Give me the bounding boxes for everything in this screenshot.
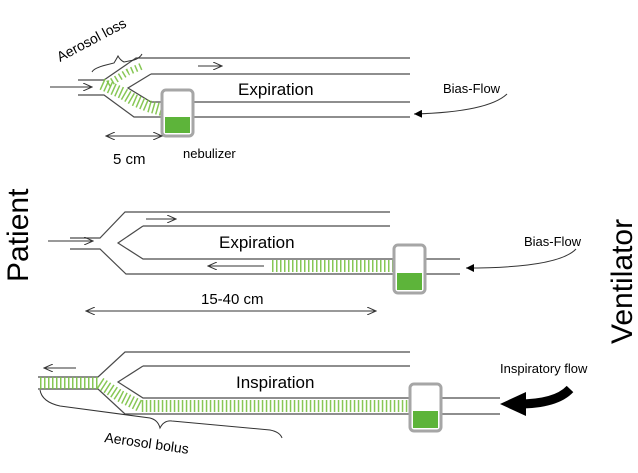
panel-inspiration: Aerosol bolus Inspiration Inspiratory fl… [38, 351, 588, 457]
panel-nebulizer-far: 15-40 cm Expiration Bias-Flow [48, 211, 582, 311]
inspiratory-flow-arrowhead [500, 392, 526, 416]
distance-label-long: 15-40 cm [201, 291, 264, 308]
aerosol-loss-dots [106, 62, 144, 88]
expiration-label: Expiration [238, 80, 314, 99]
inspiratory-flow-label: Inspiratory flow [500, 361, 588, 376]
bias-flow-label: Bias-Flow [443, 81, 501, 96]
nebulizer-cup [408, 382, 443, 433]
inspiration-label: Inspiration [236, 373, 314, 392]
panel-nebulizer-near: Aerosol loss 5 cm nebulizer Expiration B… [50, 15, 508, 168]
nebulizer-liquid [165, 117, 190, 133]
bias-flow-arrow [465, 248, 577, 272]
aerosol-bolus-label: Aerosol bolus [104, 429, 190, 457]
nebulizer-liquid [413, 411, 438, 428]
nebulizer-cup [160, 88, 195, 138]
aerosol-bolus-dots [40, 377, 412, 412]
distance-label-short: 5 cm [113, 151, 146, 168]
expiration-label: Expiration [219, 233, 295, 252]
ventilator-label: Ventilator [606, 219, 638, 344]
nebulizer-label: nebulizer [183, 146, 236, 161]
nebulizer-cup [392, 243, 427, 295]
bias-flow-arrow [413, 93, 508, 118]
nebulizer-liquid [397, 273, 422, 290]
y-piece-tubing [78, 57, 410, 118]
patient-label: Patient [2, 188, 35, 282]
aerosol-dots [99, 78, 164, 116]
aerosol-bolus-brace [39, 389, 283, 439]
aerosol-loss-brace [91, 53, 143, 73]
bias-flow-label: Bias-Flow [524, 234, 582, 249]
